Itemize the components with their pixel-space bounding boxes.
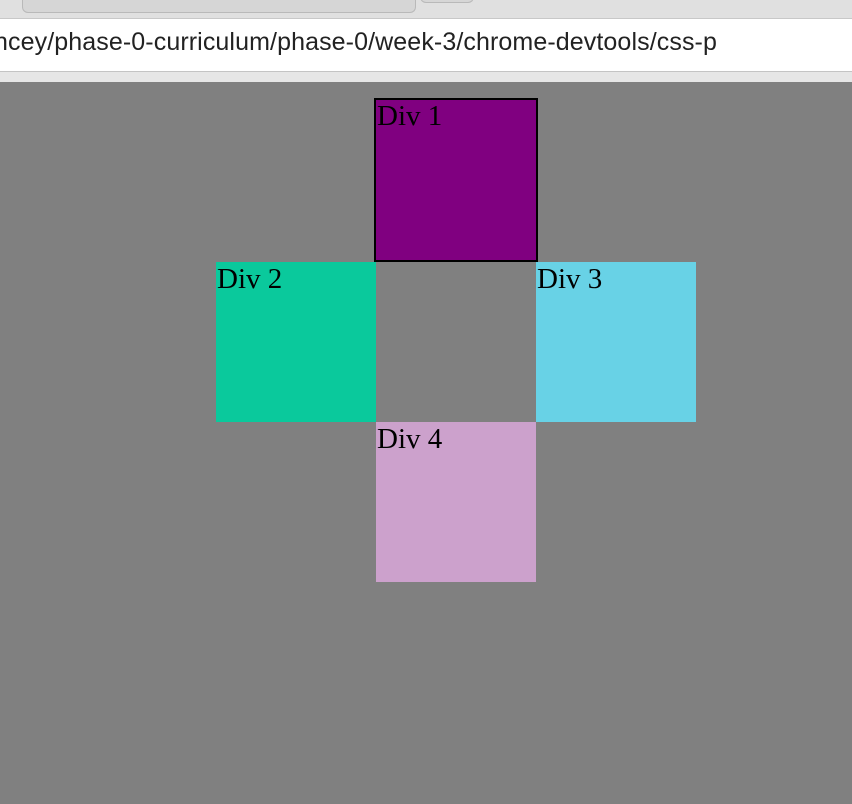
div-1-label: Div 1 — [377, 100, 443, 132]
div-2-box: Div 2 — [216, 262, 376, 422]
div-3-box: Div 3 — [536, 262, 696, 422]
browser-tab[interactable] — [22, 0, 416, 13]
page-viewport: Div 1 Div 2 Div 3 Div 4 — [0, 82, 852, 804]
div-3-label: Div 3 — [537, 263, 603, 295]
div-4-label: Div 4 — [377, 423, 443, 455]
url-text[interactable]: ncey/phase-0-curriculum/phase-0/week-3/c… — [0, 28, 717, 56]
address-bar[interactable]: ncey/phase-0-curriculum/phase-0/week-3/c… — [0, 19, 852, 72]
div-4-box: Div 4 — [376, 422, 536, 582]
new-tab-button[interactable] — [420, 0, 474, 3]
browser-chrome: ncey/phase-0-curriculum/phase-0/week-3/c… — [0, 0, 852, 83]
div-1-box: Div 1 — [374, 98, 538, 262]
div-2-label: Div 2 — [217, 263, 283, 295]
tab-strip — [0, 0, 852, 19]
